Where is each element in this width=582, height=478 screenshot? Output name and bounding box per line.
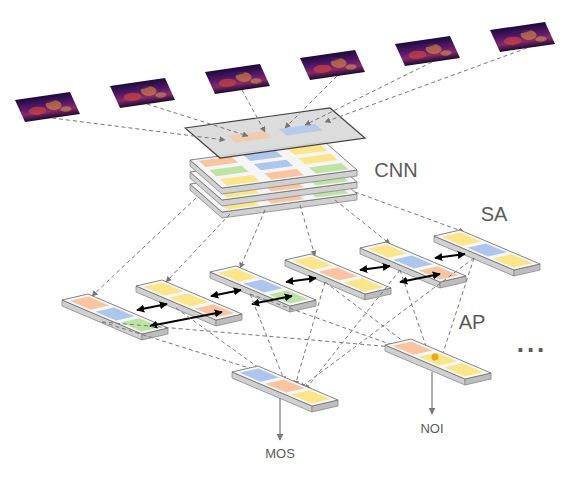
ellipsis-mark: ...: [517, 330, 548, 356]
leader-lines: [335, 200, 390, 244]
output-label: MOS: [265, 447, 295, 460]
output-arrows: [431, 372, 432, 414]
layer-label: CNN: [374, 160, 417, 180]
input-plane: [228, 131, 272, 143]
attention-frames: [467, 243, 507, 256]
attention-frames: [62, 230, 540, 340]
pooled-output: [385, 339, 491, 379]
attention-frames: [434, 230, 540, 276]
attention-frames: [293, 257, 333, 270]
output-arrows: [280, 372, 432, 440]
attention-frames: [95, 307, 135, 320]
spectrogram-row: [300, 50, 365, 80]
attention-frames: [218, 269, 258, 282]
attention-frames: [434, 230, 540, 270]
leader-lines: [355, 192, 464, 232]
attention-frames: [344, 278, 384, 291]
spectrogram-row: [110, 78, 175, 108]
attention-frames: [285, 254, 391, 300]
attention-frames: [393, 255, 433, 268]
layer-label: SA: [481, 204, 508, 224]
pooled-output: [385, 339, 491, 385]
attention-frames: [62, 294, 168, 334]
attention-frames: [136, 280, 242, 320]
pooled-output: [432, 354, 439, 361]
leader-lines: [52, 118, 225, 140]
leader-lines: [176, 308, 270, 376]
attention-frames: [136, 280, 242, 326]
leader-lines: [92, 198, 196, 296]
attention-arrows: [435, 254, 465, 258]
leader-lines: [102, 322, 405, 348]
spectrogram-row: [205, 64, 270, 94]
leader-lines: [300, 205, 315, 256]
leader-lines: [147, 104, 248, 136]
leader-lines: [242, 90, 265, 132]
pooled-output: [291, 390, 331, 403]
attention-frames: [243, 279, 283, 292]
input-plane: [279, 124, 323, 136]
attention-arrows: [211, 290, 241, 296]
output-label: NOI: [420, 422, 443, 435]
attention-arrows: [400, 274, 440, 282]
attention-arrows: [286, 278, 316, 282]
leader-lines: [52, 48, 527, 140]
leader-lines: [325, 48, 527, 122]
attention-arrows: [137, 304, 167, 310]
leader-lines: [250, 294, 412, 352]
attention-frames: [210, 266, 316, 312]
attention-arrows: [150, 312, 222, 326]
pooled-output: [393, 342, 433, 355]
pooled-output: [265, 379, 305, 392]
attention-arrows: [360, 266, 390, 270]
leader-lines: [102, 322, 262, 372]
leader-lines: [92, 192, 464, 296]
input-plane: [185, 108, 365, 158]
pooled-output: [232, 366, 338, 406]
output-arrows: [279, 398, 280, 440]
input-plane: [185, 108, 365, 158]
leader-lines: [240, 210, 265, 268]
spectrogram-row: [490, 22, 555, 52]
pooled-output: [232, 339, 491, 412]
attention-frames: [493, 254, 533, 267]
pooled-output: [385, 339, 491, 379]
attention-frames: [434, 230, 540, 270]
attention-frames: [442, 233, 482, 246]
attention-frames: [368, 245, 408, 258]
leader-lines: [102, 258, 474, 390]
pooled-output: [232, 366, 338, 412]
attention-frames: [62, 294, 168, 340]
attention-frames: [136, 280, 242, 320]
leader-lines: [440, 258, 474, 362]
layer-label: AP: [459, 312, 486, 332]
pooled-output: [240, 369, 280, 382]
leader-lines: [305, 62, 432, 125]
spectrogram-row: [15, 22, 555, 122]
pooled-output: [444, 363, 484, 376]
spectrogram-row: [395, 36, 460, 66]
pooled-output: [418, 352, 458, 365]
spectrogram-row: [15, 92, 80, 122]
attention-frames: [62, 294, 168, 334]
pooled-output: [232, 366, 338, 406]
attention-frames: [169, 293, 209, 306]
attention-frames: [144, 283, 184, 296]
attention-arrows: [137, 254, 465, 326]
attention-frames: [318, 267, 358, 280]
leader-lines: [305, 270, 400, 390]
attention-frames: [70, 297, 110, 310]
